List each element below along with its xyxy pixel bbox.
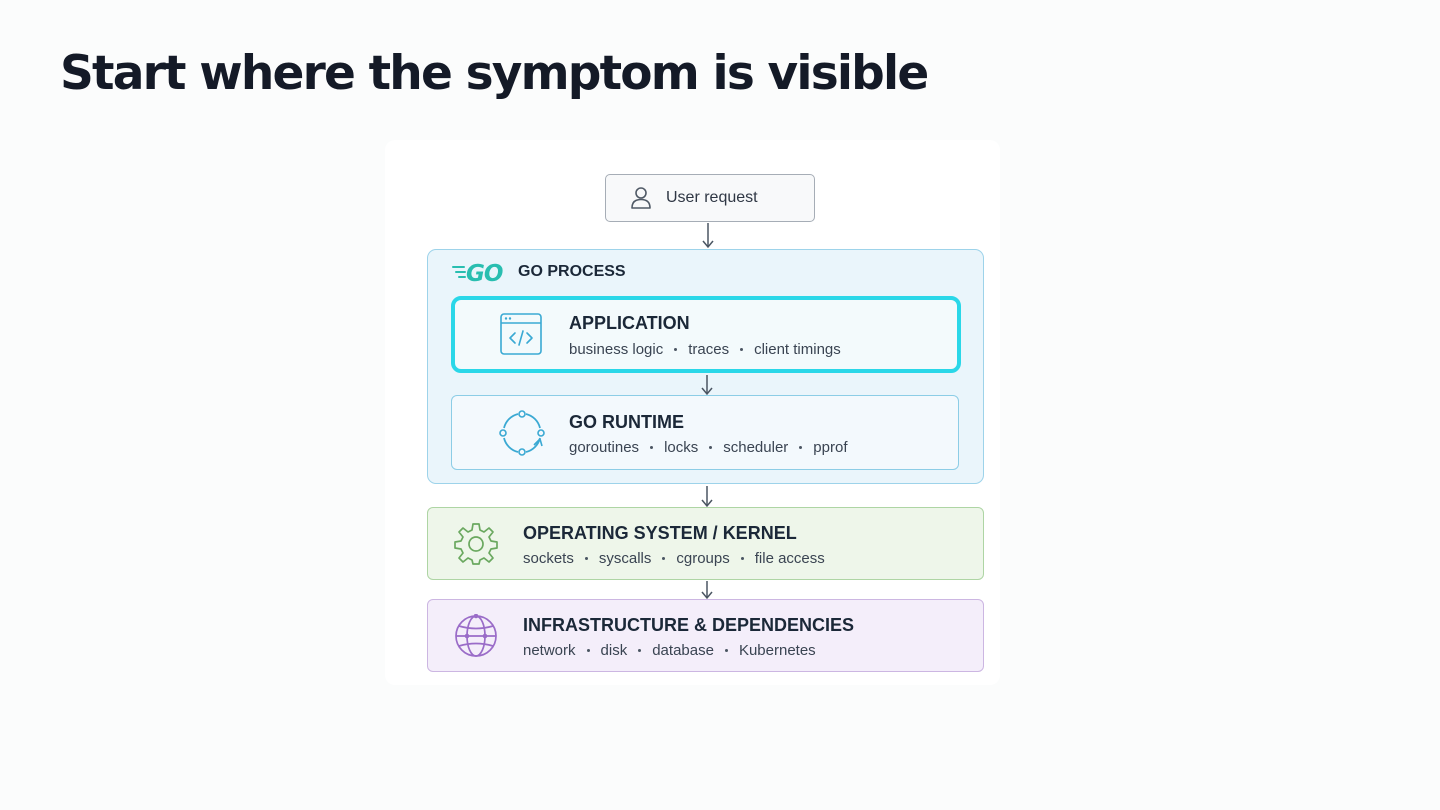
go-process-header: GO GO PROCESS — [452, 260, 626, 284]
arrow-os-to-infra — [701, 581, 713, 600]
separator-dot — [740, 348, 744, 351]
infra-title: INFRASTRUCTURE & DEPENDENCIES — [523, 615, 855, 635]
separator-dot — [724, 649, 728, 652]
application-item: business logic — [569, 341, 664, 358]
user-icon — [631, 187, 651, 209]
os-layer — [427, 507, 984, 580]
application-item: client timings — [754, 341, 841, 358]
arrow-application-to-runtime — [701, 375, 713, 396]
user-request-label: User request — [666, 189, 758, 206]
separator-dot — [799, 446, 803, 449]
slide-title: Start where the symptom is visible — [60, 46, 929, 101]
globe-icon — [455, 614, 497, 657]
runtime-item: locks — [664, 439, 699, 456]
arrow-process-to-os — [701, 486, 713, 508]
infrastructure-layer — [427, 599, 984, 672]
go-process-label: GO PROCESS — [518, 263, 626, 280]
code-window-icon — [500, 313, 542, 355]
separator-dot — [586, 649, 590, 652]
runtime-item: scheduler — [723, 439, 789, 456]
application-item: traces — [688, 341, 730, 358]
arrow-user-to-process — [702, 223, 714, 249]
infra-item: Kubernetes — [738, 642, 816, 659]
os-item: syscalls — [598, 550, 652, 567]
gear-icon — [454, 523, 498, 565]
cycle-icon — [499, 410, 545, 456]
os-item: file access — [754, 550, 825, 567]
separator-dot — [709, 446, 713, 449]
separator-dot — [674, 348, 678, 351]
os-item: sockets — [523, 550, 574, 567]
application-layer — [451, 296, 961, 373]
go-logo-text: GO — [466, 261, 503, 284]
runtime-items: goroutines locks scheduler pprof — [569, 439, 848, 456]
infra-item: database — [652, 642, 714, 659]
infra-item: disk — [600, 642, 628, 659]
separator-dot — [584, 557, 588, 560]
separator-dot — [662, 557, 666, 560]
runtime-item: pprof — [813, 439, 848, 456]
separator-dot — [650, 446, 654, 449]
infra-item: network — [523, 642, 576, 659]
runtime-layer — [451, 395, 959, 470]
runtime-title: GO RUNTIME — [569, 412, 684, 432]
os-title: OPERATING SYSTEM / KERNEL — [523, 523, 797, 543]
user-request-box: User request — [605, 174, 815, 222]
separator-dot — [740, 557, 744, 560]
os-items: sockets syscalls cgroups file access — [523, 550, 825, 567]
runtime-item: goroutines — [569, 439, 640, 456]
application-title: APPLICATION — [569, 313, 690, 333]
os-item: cgroups — [676, 550, 730, 567]
go-logo: GO — [452, 261, 504, 284]
infra-items: network disk database Kubernetes — [523, 642, 816, 659]
separator-dot — [638, 649, 642, 652]
application-items: business logic traces client timings — [569, 341, 841, 358]
